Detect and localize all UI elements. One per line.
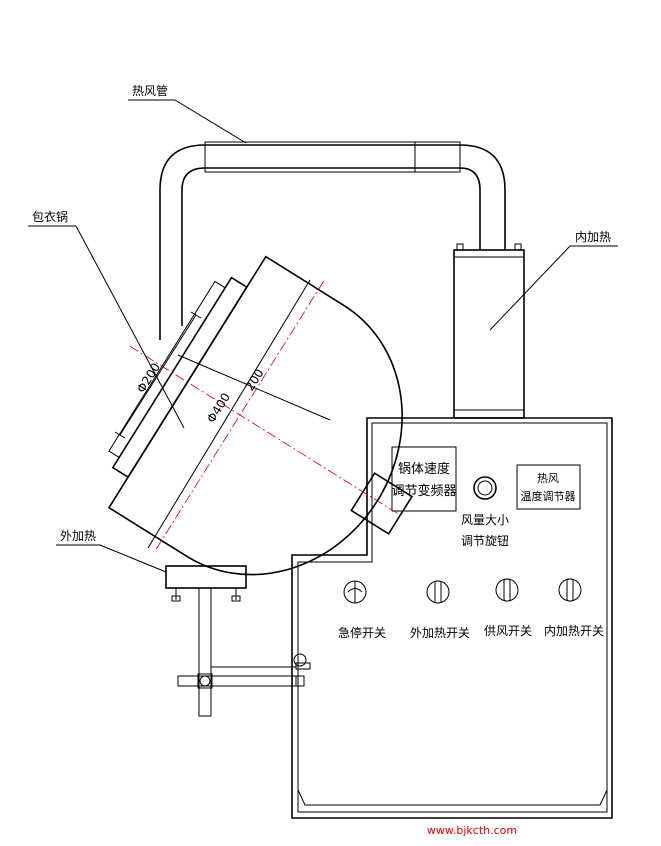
inner-heating-label: 内加热 [575,230,611,244]
website-url: www.bjkcth.com [427,824,517,837]
pan-depth-text: 200 [243,366,267,393]
hot-air-temp-regulator [516,464,581,510]
air-volume-knob [473,476,497,500]
air-supply-switch-label: 供风开关 [484,624,532,638]
mouth-dimension [114,311,202,439]
coating-pan [107,255,414,576]
support-stand [177,587,305,717]
air-volume-label-2: 调节旋钮 [461,533,509,548]
control-cabinet [291,417,613,819]
hot-air-temp-label-2: 温度调节器 [521,489,576,503]
mouth-dimension-text: Φ200 [134,360,163,395]
outer-heating-label: 外加热 [60,529,96,543]
pan-speed-label-2: 调节变频器 [391,483,456,499]
inner-heating-switch-icon [558,578,582,602]
pan-speed-inverter [391,446,457,512]
hot-air-pipe-label: 热风管 [132,83,168,98]
pan-depth-dimension [177,354,331,421]
leader-lines [28,99,618,573]
coating-pan-label: 包衣锅 [32,209,68,224]
emergency-stop-label: 急停开关 [338,625,386,640]
outer-heating-switch-label: 外加热开关 [410,626,470,640]
hot-air-pipe [159,141,506,340]
outer-heating-switch-icon [426,580,450,604]
pan-speed-label-1: 锅体速度 [398,461,450,477]
air-supply-switch-icon [495,578,519,602]
inner-heater [453,243,525,419]
inner-heating-switch-label: 内加热开关 [544,624,604,638]
air-volume-label-1: 风量大小 [461,513,509,527]
outer-heater [165,565,247,602]
pan-diameter-dimension [147,279,311,549]
hot-air-temp-label-1: 热风 [537,472,559,485]
emergency-stop-switch-icon [343,580,367,604]
